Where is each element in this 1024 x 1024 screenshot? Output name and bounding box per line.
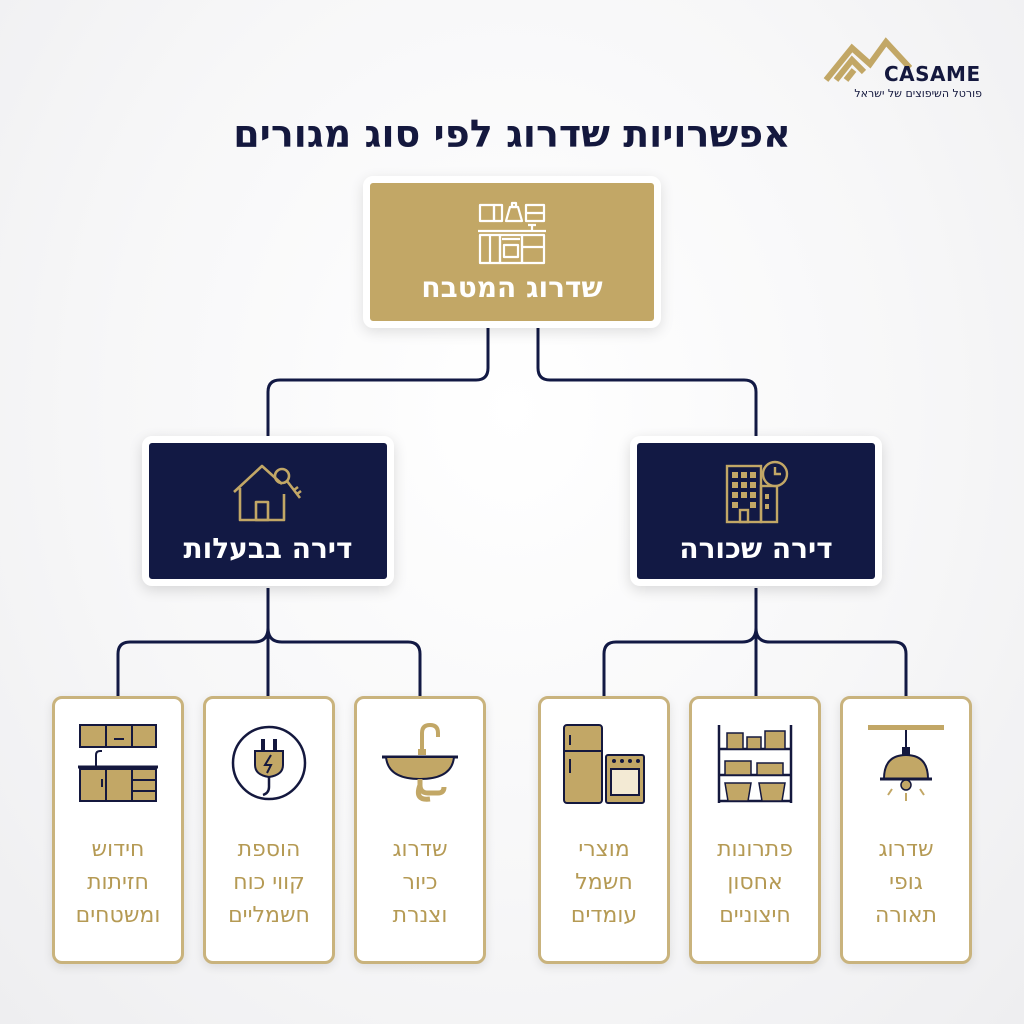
building-clock-icon <box>725 460 789 523</box>
leaf-appliances-label: מוצרי חשמל עומדים <box>570 837 638 928</box>
sink-icon <box>382 722 458 802</box>
shelf-storage-icon <box>717 725 793 803</box>
pendant-lamp-icon <box>868 725 944 801</box>
leaf-cabinet-fronts: חידוש חזיתות ומשטחים <box>52 696 184 964</box>
leaf-sink-plumbing: שדרוג כיור וצנרת <box>354 696 486 964</box>
leaf-power-lines: הוספת קווי כוח חשמליים <box>203 696 335 964</box>
branch-owned-apartment: דירה בבעלות <box>142 436 394 586</box>
logo-name: CASAME <box>884 62 981 86</box>
connector-root-left <box>266 328 490 440</box>
connector-right-1 <box>602 588 758 696</box>
leaf-standing-appliances: מוצרי חשמל עומדים <box>538 696 670 964</box>
page-title: אפשרויות שדרוג לפי סוג מגורים <box>233 112 791 156</box>
kitchen-icon <box>478 201 546 264</box>
connector-left-1 <box>116 588 270 696</box>
connector-root-right <box>536 328 758 440</box>
roof-logo-icon <box>823 37 912 82</box>
root-label: שדרוג המטבח <box>421 270 603 304</box>
branch-rented-label: דירה שכורה <box>679 531 833 565</box>
branch-rented-apartment: דירה שכורה <box>630 436 882 586</box>
leaf-storage-label: פתרונות אחסון חיצוניים <box>717 837 793 928</box>
logo-tagline: פורטל השיפוצים של ישראל <box>854 87 982 100</box>
leaf-storage-solutions: פתרונות אחסון חיצוניים <box>689 696 821 964</box>
leaf-power-label: הוספת קווי כוח חשמליים <box>228 837 310 928</box>
branch-owned-label: דירה בבעלות <box>183 531 353 565</box>
leaf-lighting-label: שדרוג גופי תאורה <box>875 837 937 928</box>
connector-left-3 <box>266 627 422 696</box>
fridge-oven-icon <box>563 724 645 804</box>
leaf-cabinets-label: חידוש חזיתות ומשטחים <box>75 837 161 928</box>
root-node-kitchen-upgrade: שדרוג המטבח <box>363 176 661 328</box>
leaf-lighting-upgrade: שדרוג גופי תאורה <box>840 696 972 964</box>
house-key-icon <box>233 464 302 521</box>
leaf-sink-label: שדרוג כיור וצנרת <box>392 837 448 928</box>
plug-icon <box>231 725 307 801</box>
connector-right-3 <box>754 627 908 696</box>
casame-logo[interactable]: CASAME פורטל השיפוצים של ישראל <box>822 34 1002 104</box>
cabinets-icon <box>78 724 158 802</box>
